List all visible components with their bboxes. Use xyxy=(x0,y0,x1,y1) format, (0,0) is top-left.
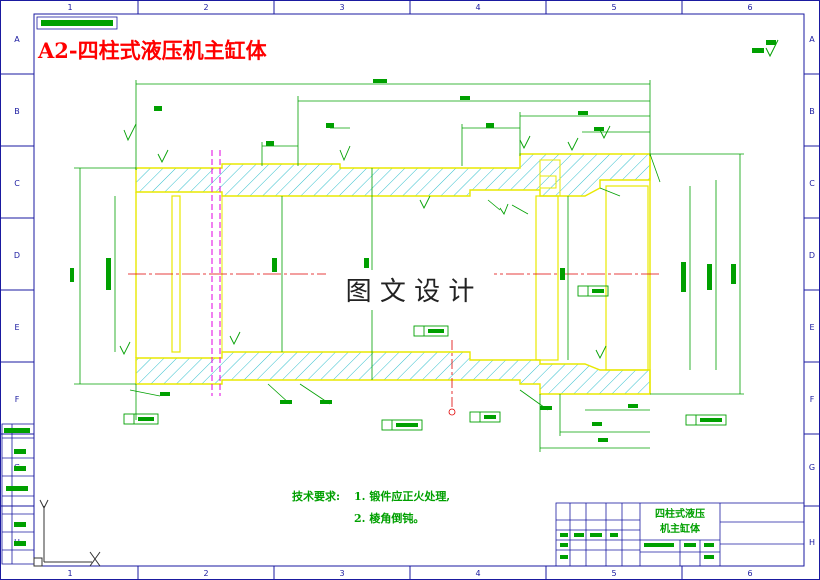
row-label: E xyxy=(809,323,814,332)
col-label: 2 xyxy=(203,3,208,12)
col-label: 4 xyxy=(475,569,480,578)
part-name-line-1: 四柱式液压 xyxy=(655,507,705,520)
col-label: 5 xyxy=(611,3,616,12)
right-end-bore xyxy=(605,185,649,371)
row-label: D xyxy=(14,251,20,260)
top-stamp-box xyxy=(36,16,118,30)
tolerance-frames xyxy=(123,285,727,431)
ucs-icon xyxy=(33,499,101,567)
title-block xyxy=(555,502,805,567)
watermark-text: 图 文 设 计 xyxy=(346,277,475,307)
left-stamp-marks xyxy=(4,428,30,546)
dimension-values xyxy=(70,79,736,442)
tolerance-values xyxy=(138,289,722,427)
port-detail xyxy=(539,175,557,189)
tech-req-label: 技术要求: xyxy=(292,489,340,503)
part-name-line-2: 机主缸体 xyxy=(660,522,701,535)
col-label: 3 xyxy=(339,3,344,12)
roughness-symbols xyxy=(119,123,611,360)
col-label: 1 xyxy=(67,3,72,12)
right-flange-inner xyxy=(535,195,559,361)
col-label: 5 xyxy=(611,569,616,578)
col-label: 3 xyxy=(339,569,344,578)
row-label: H xyxy=(809,538,815,547)
row-label: D xyxy=(809,251,815,260)
title-block-marks xyxy=(560,533,714,559)
lower-wall-section xyxy=(135,351,651,395)
row-label: C xyxy=(809,179,815,188)
row-label: C xyxy=(14,179,20,188)
col-label: 4 xyxy=(475,3,480,12)
roughness-symbol-top-right xyxy=(752,39,779,58)
col-label: 6 xyxy=(747,3,752,12)
col-label: 2 xyxy=(203,569,208,578)
col-label: 1 xyxy=(67,569,72,578)
tech-req-item: 2. 棱角倒钝。 xyxy=(354,511,424,525)
top-stamp-text xyxy=(41,20,113,26)
grid-labels: 1 2 3 4 5 6 1 2 3 4 5 6 A B C D E F G H … xyxy=(14,3,815,578)
drawing-title: A2-四柱式液压机主缸体 xyxy=(37,38,268,63)
left-side-stamps xyxy=(1,423,35,565)
row-label: A xyxy=(809,35,815,44)
dimension-lines xyxy=(74,80,744,452)
upper-wall-section xyxy=(135,153,651,197)
row-label: E xyxy=(14,323,19,332)
row-label: F xyxy=(810,395,815,404)
tech-req-item: 1. 锻件应正火处理, xyxy=(354,489,450,503)
col-label: 6 xyxy=(747,569,752,578)
row-label: A xyxy=(14,35,20,44)
row-label: B xyxy=(809,107,815,116)
row-label: G xyxy=(809,463,815,472)
row-label: B xyxy=(14,107,20,116)
row-label: F xyxy=(15,395,20,404)
port-center-mark xyxy=(448,408,456,416)
watermark-backdrop xyxy=(326,270,494,310)
